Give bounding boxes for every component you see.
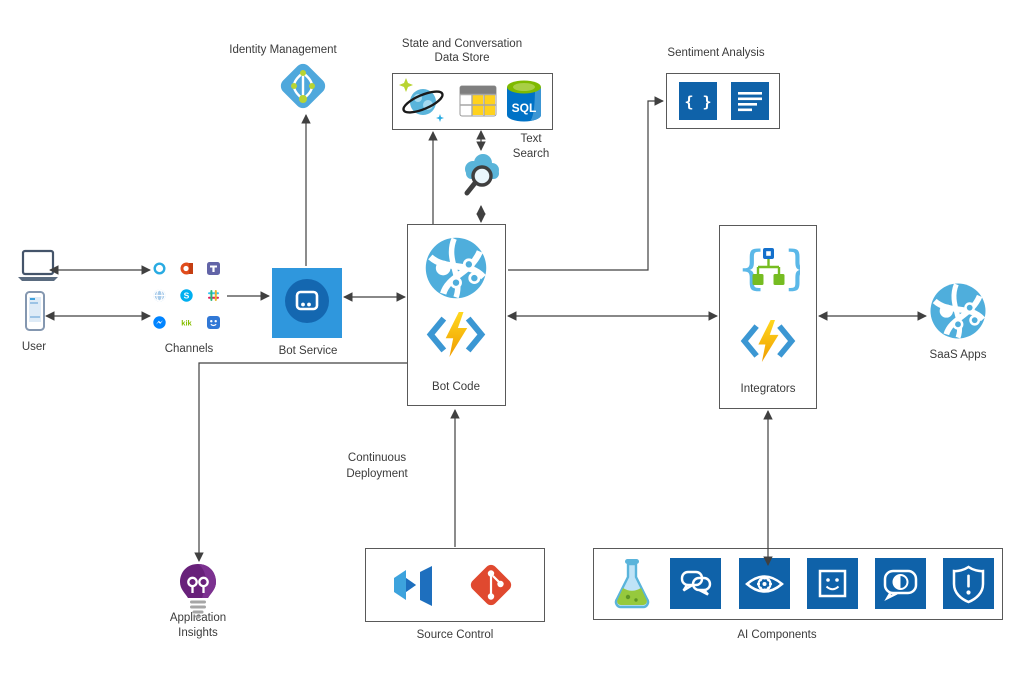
smartphone-icon: [25, 291, 45, 331]
channels-grid: S kik: [153, 262, 220, 329]
app-service-globe-icon: [423, 235, 489, 301]
web-chat-icon: [153, 289, 166, 302]
identity-management-label: Identity Management: [229, 44, 337, 56]
app-service-globe-icon: [928, 281, 988, 341]
application-insights-label-2: Insights: [178, 627, 218, 639]
svg-text:kik: kik: [181, 319, 192, 328]
azure-functions-icon: [426, 312, 486, 357]
sql-database-icon: SQL: [507, 80, 541, 122]
azure-active-directory-icon: [280, 63, 326, 109]
bot-service-icon: [272, 268, 342, 338]
api-braces-icon: { }: [679, 82, 717, 120]
teams-icon: [207, 262, 220, 275]
text-analytics-icon: [731, 82, 769, 120]
office-365-icon: [180, 262, 193, 275]
saas-apps-label: SaaS Apps: [929, 349, 987, 361]
source-control-label: Source Control: [416, 629, 494, 641]
channels-label: Channels: [164, 343, 214, 355]
skype-business-icon: [153, 262, 166, 275]
cosmos-db-icon: [399, 78, 444, 122]
visual-studio-icon: [394, 566, 432, 606]
integrators-label: Integrators: [740, 383, 796, 395]
git-icon: [470, 564, 512, 606]
svg-text:{ }: { }: [684, 93, 711, 111]
bot-service-label: Bot Service: [278, 345, 338, 357]
user-label: User: [21, 341, 47, 353]
svg-text:SQL: SQL: [512, 101, 537, 115]
language-understanding-chat-icon: [670, 558, 721, 609]
continuous-deployment-label-1: Continuous: [347, 452, 407, 464]
logic-apps-icon: { }: [737, 241, 800, 295]
azure-search-icon: [464, 154, 499, 196]
machine-learning-flask-icon: [614, 559, 650, 609]
azure-functions-icon: [740, 320, 796, 362]
content-moderator-shield-icon: [943, 558, 994, 609]
face-api-icon: [807, 558, 858, 609]
computer-vision-eye-icon: [739, 558, 790, 609]
skype-icon: S: [180, 289, 193, 302]
svg-text:}: }: [783, 241, 800, 295]
data-store-label-1: State and Conversation: [401, 38, 523, 50]
table-storage-icon: [459, 85, 497, 117]
text-search-label-2: Search: [512, 148, 550, 160]
sentiment-analysis-label: Sentiment Analysis: [667, 47, 765, 59]
slack-icon: [208, 290, 219, 301]
integrators-box: [719, 225, 817, 409]
svg-text:S: S: [184, 291, 190, 301]
application-insights-bulb-icon: [180, 564, 216, 619]
data-store-label-2: Data Store: [434, 52, 490, 64]
speaker-recognition-icon: [875, 558, 926, 609]
ai-components-label: AI Components: [737, 629, 817, 641]
messenger-icon: [153, 316, 166, 329]
kik-icon: kik: [181, 319, 192, 328]
text-search-label-1: Text: [520, 133, 542, 145]
ai-components-box: [593, 548, 1003, 620]
bot-emulator-icon: [207, 316, 220, 329]
laptop-icon: [18, 249, 58, 281]
continuous-deployment-label-2: Deployment: [346, 468, 408, 480]
bot-code-label: Bot Code: [432, 381, 480, 393]
